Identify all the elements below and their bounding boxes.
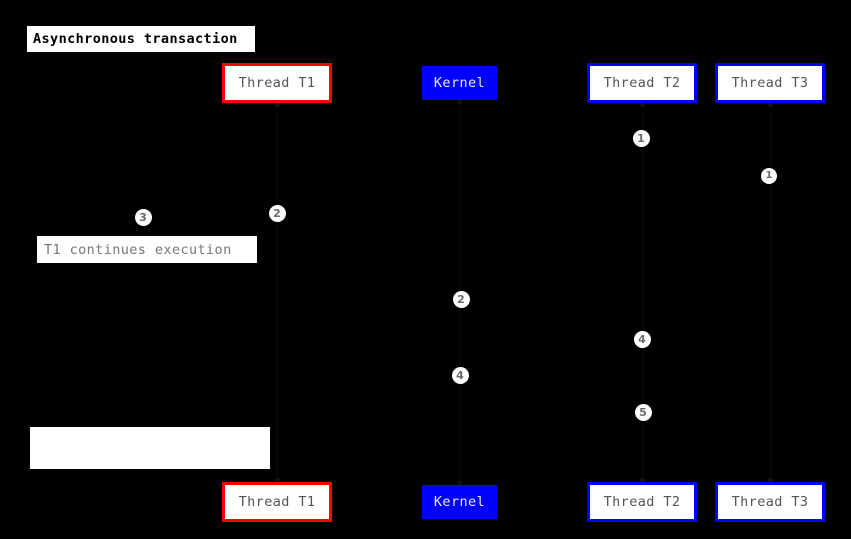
participant-header-thread-t1[interactable]: Thread T1 [222, 63, 332, 103]
step-badge-5: 5 [634, 403, 652, 421]
step-badge-4: 4 [633, 330, 651, 348]
lifeline-tick-kernel-top [457, 100, 462, 104]
participant-footer-thread-t3[interactable]: Thread T3 [715, 482, 825, 522]
participant-header-thread-t2[interactable]: Thread T2 [587, 63, 697, 103]
lifeline-tick-thread-t3-top [768, 103, 773, 107]
lifeline-tick-thread-t1-top [275, 103, 280, 107]
step-badge-2: 2 [268, 204, 286, 222]
step-badge-1: 1 [761, 168, 777, 184]
participant-header-kernel[interactable]: Kernel [422, 66, 497, 100]
participant-header-thread-t3[interactable]: Thread T3 [715, 63, 825, 103]
step-badge-3: 3 [134, 208, 152, 226]
lifeline-tick-thread-t1-bottom [275, 478, 280, 482]
lifeline-tick-thread-t3-bottom [768, 478, 773, 482]
participant-footer-thread-t1[interactable]: Thread T1 [222, 482, 332, 522]
lifeline-tick-kernel-bottom [457, 481, 462, 485]
step-badge-1: 1 [632, 129, 650, 147]
participant-footer-kernel[interactable]: Kernel [422, 485, 497, 519]
step-badge-4: 4 [451, 366, 469, 384]
lifeline-thread-t2 [642, 103, 643, 482]
note-label: T1 continues execution [37, 236, 257, 263]
lifeline-thread-t1 [277, 103, 278, 482]
step-badge-2: 2 [452, 290, 470, 308]
lifeline-tick-thread-t2-bottom [640, 478, 645, 482]
diagram-title: Asynchronous transaction [27, 26, 255, 52]
lifeline-thread-t3 [770, 103, 771, 482]
blank-note-box [30, 427, 270, 469]
lifeline-tick-thread-t2-top [640, 103, 645, 107]
participant-footer-thread-t2[interactable]: Thread T2 [587, 482, 697, 522]
